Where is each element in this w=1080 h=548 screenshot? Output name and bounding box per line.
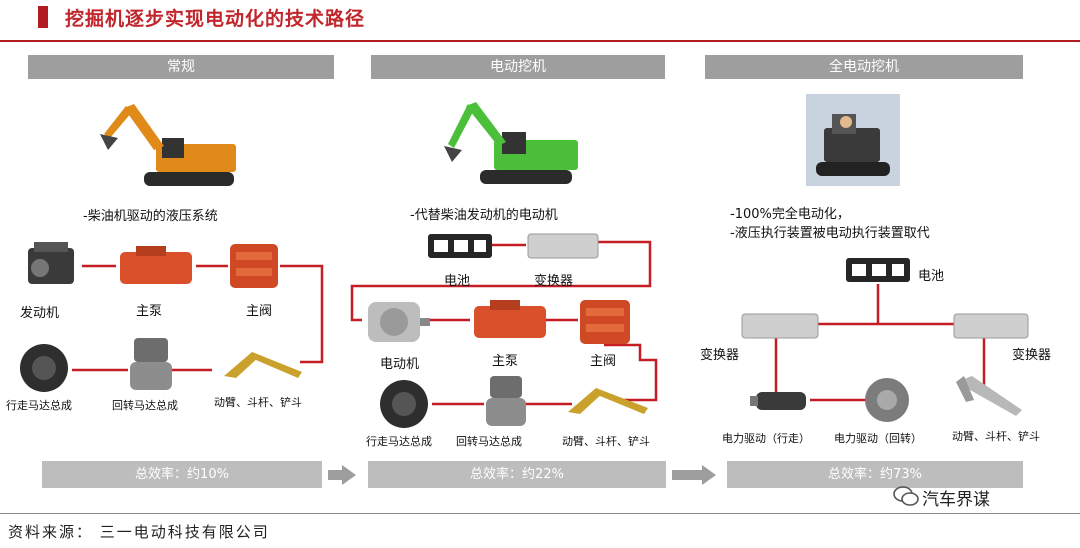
- footer-divider: [0, 513, 1080, 514]
- section-full-electric-header: 全电动挖机: [705, 55, 1023, 79]
- electric-swing-motor-image: [486, 376, 526, 426]
- electric-main-valve-label: 主阀: [590, 354, 617, 369]
- watermark-text: 汽车界谋: [922, 490, 990, 510]
- source-note: 资料来源： 三一电动科技有限公司: [8, 523, 270, 541]
- electric-excavator-image: [444, 102, 578, 184]
- electric-motor-image: [368, 302, 430, 342]
- electric-main-valve-image: [580, 300, 630, 344]
- full-electric-description-line2: -液压执行装置被电动执行装置取代: [730, 226, 930, 241]
- main-valve-label: 主阀: [246, 304, 273, 319]
- electric-travel-motor-label: 行走马达总成: [366, 435, 432, 448]
- section-electric-header: 电动挖机: [371, 55, 665, 79]
- converter-right-image: [953, 313, 1029, 339]
- converter-image: [527, 233, 599, 259]
- electric-motor-label: 电动机: [380, 357, 420, 372]
- main-pump-image: [120, 246, 192, 284]
- electric-swing-motor-label: 回转马达总成: [456, 435, 522, 448]
- title-accent-bar: [38, 6, 48, 28]
- converter-label: 变换器: [534, 274, 574, 289]
- wechat-icon: [893, 486, 919, 506]
- diesel-excavator-image: [100, 104, 236, 186]
- travel-motor-label: 行走马达总成: [6, 399, 72, 412]
- drive-swing-image: [865, 378, 909, 422]
- full-electric-boom-arm-image: [956, 376, 1022, 416]
- battery-label: 电池: [444, 274, 471, 289]
- full-electric-boom-arm-label: 动臂、斗杆、铲斗: [952, 430, 1040, 443]
- full-electric-excavator-image: [806, 94, 900, 186]
- full-electric-battery-label: 电池: [918, 269, 945, 284]
- electric-boom-arm-image: [568, 388, 648, 414]
- section-conventional-header: 常规: [28, 55, 334, 79]
- header-divider: [0, 40, 1080, 42]
- drive-travel-label: 电力驱动（行走）: [722, 432, 810, 445]
- page-title: 挖掘机逐步实现电动化的技术路径: [65, 8, 366, 30]
- travel-motor-image: [20, 344, 68, 392]
- electric-travel-motor-image: [380, 380, 428, 428]
- electric-boom-arm-label: 动臂、斗杆、铲斗: [562, 435, 650, 448]
- conventional-description: -柴油机驱动的液压系统: [83, 209, 218, 224]
- transition-arrow-1: [342, 465, 356, 485]
- transition-arrow-1-stem: [328, 470, 342, 480]
- engine-image: [28, 242, 74, 284]
- boom-arm-label: 动臂、斗杆、铲斗: [214, 396, 302, 409]
- converter-left-label: 变换器: [700, 348, 740, 363]
- converter-right-label: 变换器: [1012, 348, 1052, 363]
- full-electric-efficiency: 总效率：约73%: [727, 461, 1023, 488]
- swing-motor-label: 回转马达总成: [112, 399, 178, 412]
- transition-arrow-2-stem: [672, 470, 702, 480]
- electric-main-pump-label: 主泵: [492, 354, 519, 369]
- main-valve-image: [230, 244, 278, 288]
- drive-travel-image: [750, 392, 806, 410]
- electric-description: -代替柴油发动机的电动机: [410, 208, 558, 223]
- full-electric-battery-image: [846, 258, 910, 282]
- boom-arm-image: [224, 352, 302, 378]
- engine-label: 发动机: [20, 306, 60, 321]
- main-pump-label: 主泵: [136, 304, 163, 319]
- swing-motor-image: [130, 338, 172, 390]
- conventional-efficiency: 总效率：约10%: [42, 461, 322, 488]
- battery-image: [428, 234, 492, 258]
- electric-main-pump-image: [474, 300, 546, 338]
- converter-left-image: [741, 313, 819, 339]
- electric-efficiency: 总效率：约22%: [368, 461, 666, 488]
- full-electric-description-line1: -100%完全电动化，: [730, 207, 850, 222]
- transition-arrow-2: [702, 465, 716, 485]
- drive-swing-label: 电力驱动（回转）: [834, 432, 922, 445]
